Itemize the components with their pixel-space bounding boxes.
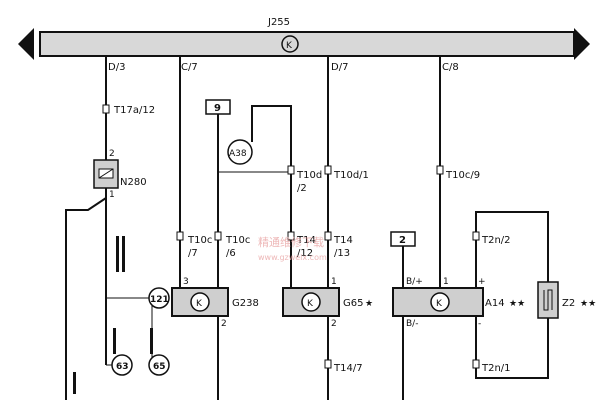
- conn-t14-13-a: T14: [333, 235, 353, 246]
- circle-63: 63: [111, 354, 133, 376]
- conn-t10d-2-b: /2: [297, 183, 307, 194]
- svg-text:G65: G65: [343, 298, 363, 309]
- svg-text:A14: A14: [485, 298, 505, 309]
- watermark-line1: 精通维修下载: [258, 235, 324, 249]
- device-g238: K G238 3 2: [171, 277, 259, 329]
- conn-t17a-12: T17a/12: [113, 105, 155, 116]
- component-z2: Z2 ★★: [537, 281, 596, 319]
- svg-text:121: 121: [150, 295, 169, 305]
- conn-t10c-7-b: /7: [188, 248, 198, 259]
- box-2: 2: [390, 231, 416, 247]
- tap-label-d7: D/7: [331, 62, 348, 73]
- tap-label-c7: C/7: [181, 62, 198, 73]
- svg-text:A38: A38: [229, 149, 247, 159]
- svg-text:B/+: B/+: [406, 277, 423, 287]
- svg-text:65: 65: [153, 362, 166, 372]
- svg-text:K: K: [196, 299, 203, 309]
- svg-text:63: 63: [116, 362, 129, 372]
- svg-text:N280: N280: [120, 177, 147, 188]
- svg-text:1: 1: [331, 277, 337, 287]
- circle-a38: A38: [227, 139, 253, 165]
- conn-t10c-9: T10c/9: [445, 170, 480, 181]
- svg-text:-: -: [478, 319, 481, 329]
- tap-label-d3: D/3: [108, 62, 125, 73]
- bus-label: J255: [267, 17, 290, 28]
- conn-t10c-6-b: /6: [226, 248, 236, 259]
- svg-text:2: 2: [221, 319, 227, 329]
- svg-text:★★: ★★: [509, 299, 525, 309]
- device-g65: K G65 ★ 1 2: [282, 277, 373, 329]
- svg-text:K: K: [436, 299, 443, 309]
- tap-label-c8: C/8: [442, 62, 459, 73]
- bus-j255: J255 K: [18, 17, 590, 60]
- conn-t10d-2-a: T10d: [296, 170, 322, 181]
- conn-t14-12-b: /12: [297, 248, 313, 259]
- conn-t14-7: T14/7: [333, 363, 363, 374]
- conn-t14-12-a: T14: [296, 235, 316, 246]
- svg-text:1: 1: [109, 190, 115, 200]
- svg-text:2: 2: [331, 319, 337, 329]
- svg-text:★: ★: [365, 299, 373, 309]
- svg-text:B/-: B/-: [406, 319, 418, 329]
- svg-text:2: 2: [109, 149, 115, 159]
- bus-k-symbol: [281, 35, 299, 53]
- device-a14: K A14 ★★ B/+ 1 + B/- -: [392, 277, 525, 329]
- conn-t2n-1: T2n/1: [481, 363, 511, 374]
- box-9: 9: [205, 99, 231, 115]
- connector-markers: [102, 104, 480, 369]
- component-n280: N280 2 1: [93, 149, 147, 200]
- bus-bar: [39, 31, 575, 57]
- conn-t10c-7-a: T10c: [187, 235, 212, 246]
- conn-t10d-1: T10d/1: [333, 170, 369, 181]
- watermark-line2: www.gzweix.com: [258, 253, 327, 262]
- svg-text:+: +: [478, 277, 486, 287]
- conn-t10c-6-a: T10c: [225, 235, 250, 246]
- svg-text:9: 9: [214, 103, 221, 114]
- svg-text:Z2: Z2: [562, 298, 575, 309]
- conn-t2n-2: T2n/2: [481, 235, 511, 246]
- svg-text:2: 2: [399, 235, 406, 246]
- circle-65: 65: [148, 354, 170, 376]
- svg-text:3: 3: [183, 277, 189, 287]
- svg-text:1: 1: [443, 277, 449, 287]
- svg-text:K: K: [307, 299, 314, 309]
- svg-text:★★: ★★: [580, 299, 596, 309]
- circle-121: 121: [148, 287, 170, 309]
- wire-color-marks: [73, 236, 153, 394]
- svg-text:G238: G238: [232, 298, 259, 309]
- bus-right-arrow: [574, 28, 590, 60]
- bus-k-letter: K: [286, 41, 293, 51]
- conn-t14-13-b: /13: [334, 248, 350, 259]
- bus-left-arrow: [18, 28, 34, 60]
